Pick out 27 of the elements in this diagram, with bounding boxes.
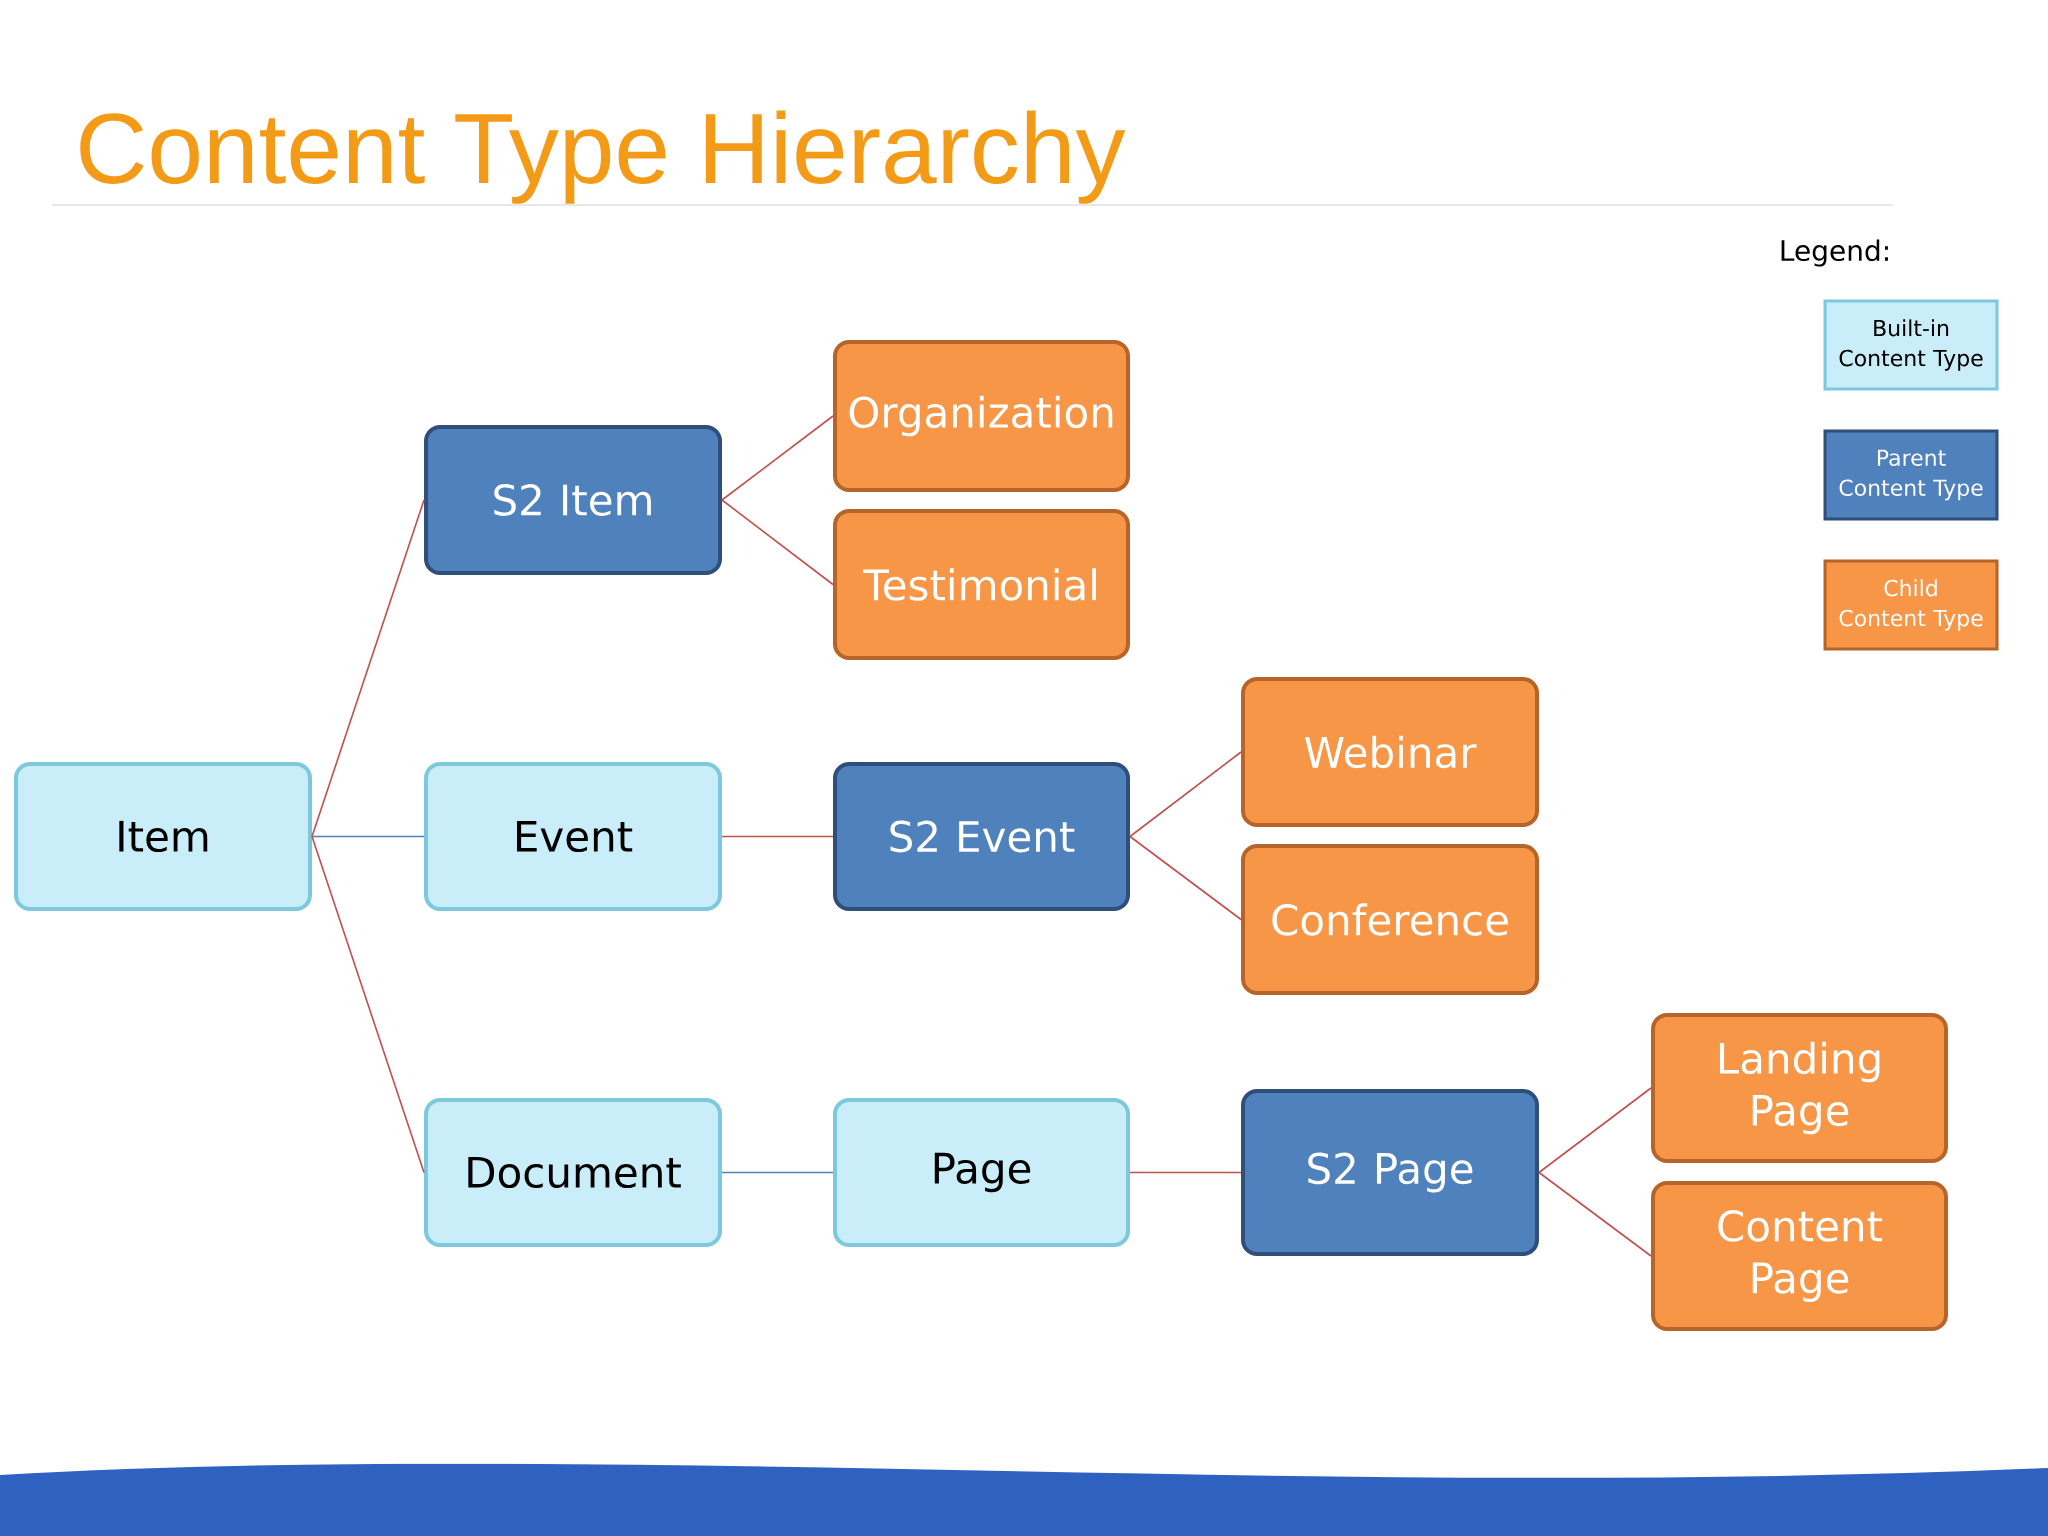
child-box: Conference — [1241, 844, 1539, 995]
connector-line — [1129, 1171, 1242, 1174]
builtin-box: Item — [14, 762, 312, 911]
connector-line — [311, 835, 425, 838]
connector-line — [1538, 1087, 1652, 1174]
connector-line — [1129, 835, 1242, 921]
builtin-box: Page — [833, 1098, 1130, 1247]
child-box: Organization — [833, 340, 1130, 492]
parent-box: S2 Item — [424, 425, 722, 575]
connector-line — [721, 499, 834, 586]
child-box: Landing Page — [1651, 1013, 1948, 1163]
connector-line — [721, 1171, 834, 1174]
connector-line — [1129, 751, 1242, 838]
connector-line — [311, 499, 425, 838]
builtin-box: Document — [424, 1098, 722, 1247]
connector-line — [721, 415, 834, 501]
child-box: Webinar — [1241, 677, 1539, 827]
connector-line — [721, 835, 834, 838]
builtin-box: Event — [424, 762, 722, 911]
child-box: Content Page — [1651, 1181, 1948, 1331]
parent-box: S2 Page — [1241, 1089, 1539, 1256]
connector-line — [311, 835, 425, 1174]
child-box: Testimonial — [833, 509, 1130, 660]
connector-line — [1538, 1171, 1652, 1257]
title: Content Type Hierarchy — [80, 110, 1126, 204]
legend-heading: Legend: — [1781, 239, 1888, 267]
parent-box: S2 Event — [833, 762, 1130, 911]
